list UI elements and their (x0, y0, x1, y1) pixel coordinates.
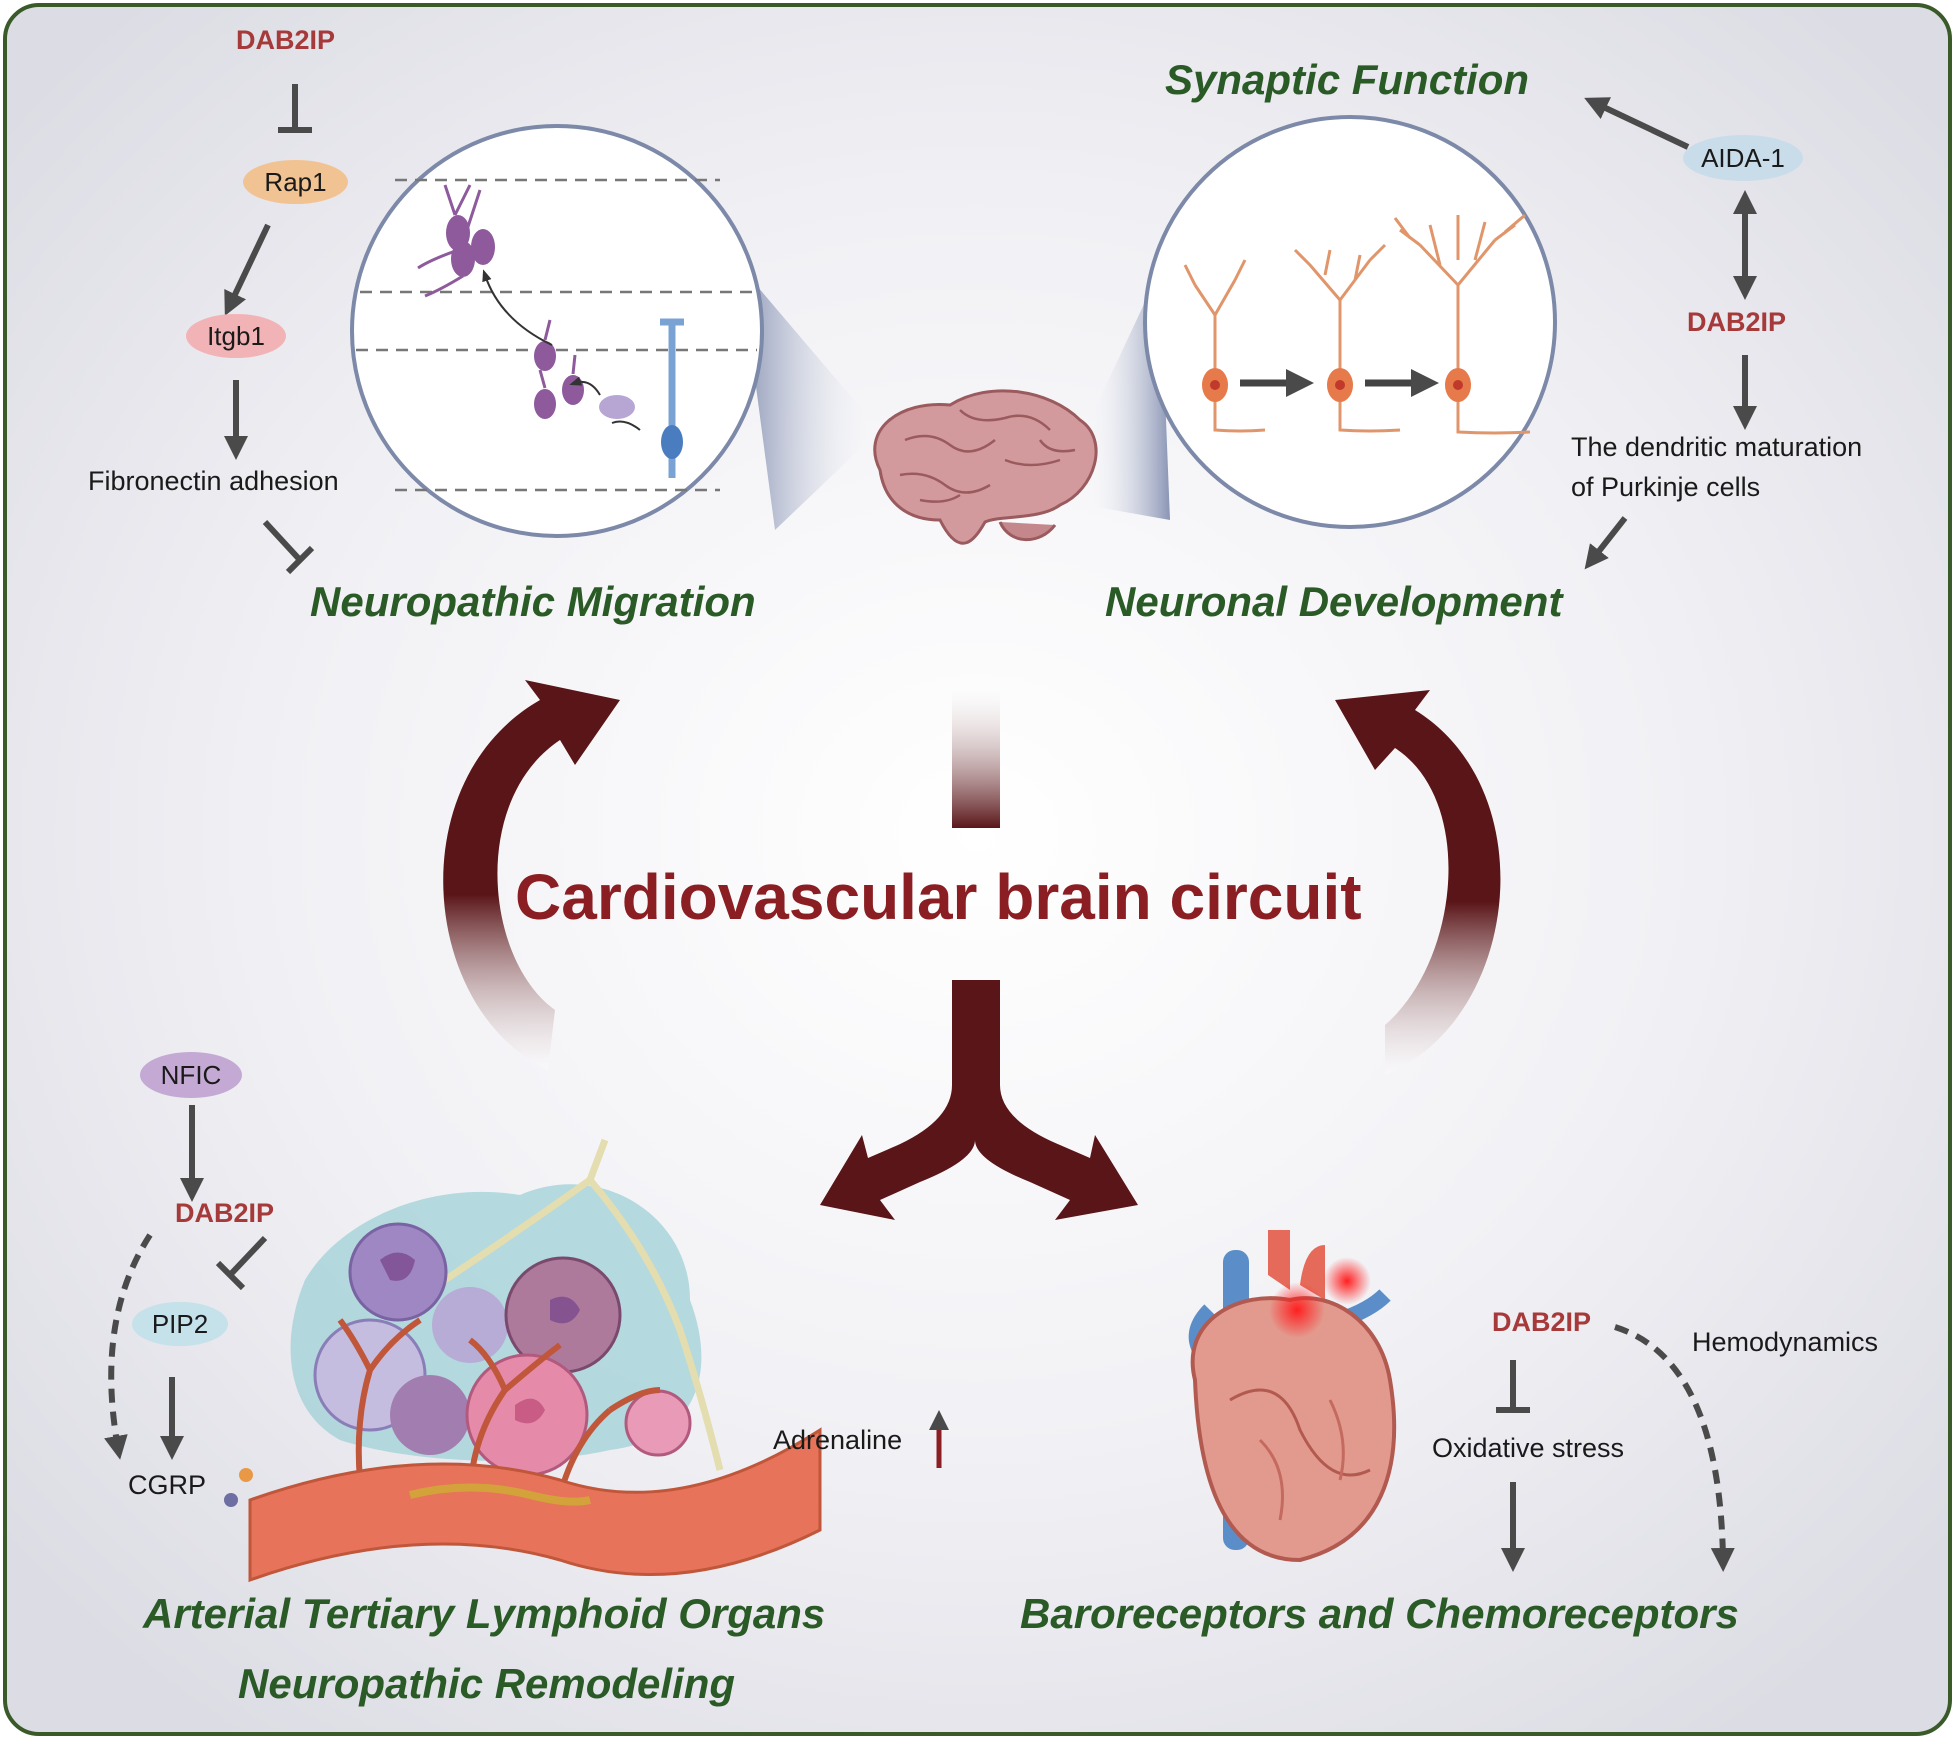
cgrp-label: CGRP (128, 1470, 207, 1500)
rap1-node: Rap1 (243, 160, 348, 204)
aida1-label: AIDA-1 (1701, 142, 1785, 173)
tr-pathway-arrows (1584, 97, 1757, 570)
right-cycle-arrow (1335, 690, 1501, 1075)
br-pathway-arrows (1496, 1324, 1735, 1572)
synaptic-function-title: Synaptic Function (1165, 56, 1530, 103)
nfic-node: NFIC (140, 1052, 242, 1098)
baroreceptors-title: Baroreceptors and Chemoreceptors (1020, 1590, 1739, 1637)
lymphoid-organ-icon (224, 1138, 822, 1583)
left-cycle-arrow (443, 680, 620, 1070)
aida1-node: AIDA-1 (1683, 135, 1803, 181)
hemodynamics-label: Hemodynamics (1692, 1327, 1879, 1357)
neuron-migration-icon (350, 124, 880, 538)
nfic-label: NFIC (160, 1059, 222, 1090)
center-title: Cardiovascular brain circuit (515, 861, 1362, 933)
neuropathic-migration-title: Neuropathic Migration (310, 578, 756, 625)
dendritic-line2: of Purkinje cells (1571, 472, 1761, 502)
heart-icon (1188, 1230, 1397, 1563)
dendritic-line1: The dendritic maturation (1571, 432, 1863, 462)
fibronectin-label: Fibronectin adhesion (88, 466, 339, 496)
neuronal-development-title: Neuronal Development (1105, 578, 1563, 625)
split-arrow (820, 980, 1138, 1220)
br-dab2ip-label: DAB2IP (1492, 1307, 1592, 1337)
pip2-node: PIP2 (132, 1302, 228, 1346)
brain-icon (873, 389, 1098, 545)
adrenaline-label: Adrenaline (773, 1425, 903, 1455)
oxidative-stress-label: Oxidative stress (1432, 1433, 1625, 1463)
pip2-label: PIP2 (151, 1308, 209, 1339)
purkinje-neuron-icon (1085, 115, 1557, 529)
atlo-title-line1: Arterial Tertiary Lymphoid Organs (143, 1590, 826, 1637)
atlo-title-line2: Neuropathic Remodeling (238, 1660, 736, 1707)
bl-dab2ip-label: DAB2IP (175, 1198, 275, 1228)
tr-dab2ip-label: DAB2IP (1687, 307, 1787, 337)
itgb1-label: Itgb1 (207, 320, 265, 351)
inhibition-bar (952, 688, 1000, 828)
itgb1-node: Itgb1 (186, 314, 286, 358)
tl-dab2ip-label: DAB2IP (236, 25, 336, 55)
rap1-label: Rap1 (264, 166, 327, 197)
tl-pathway-arrows (224, 84, 315, 575)
bl-pathway-arrows (104, 1105, 949, 1468)
